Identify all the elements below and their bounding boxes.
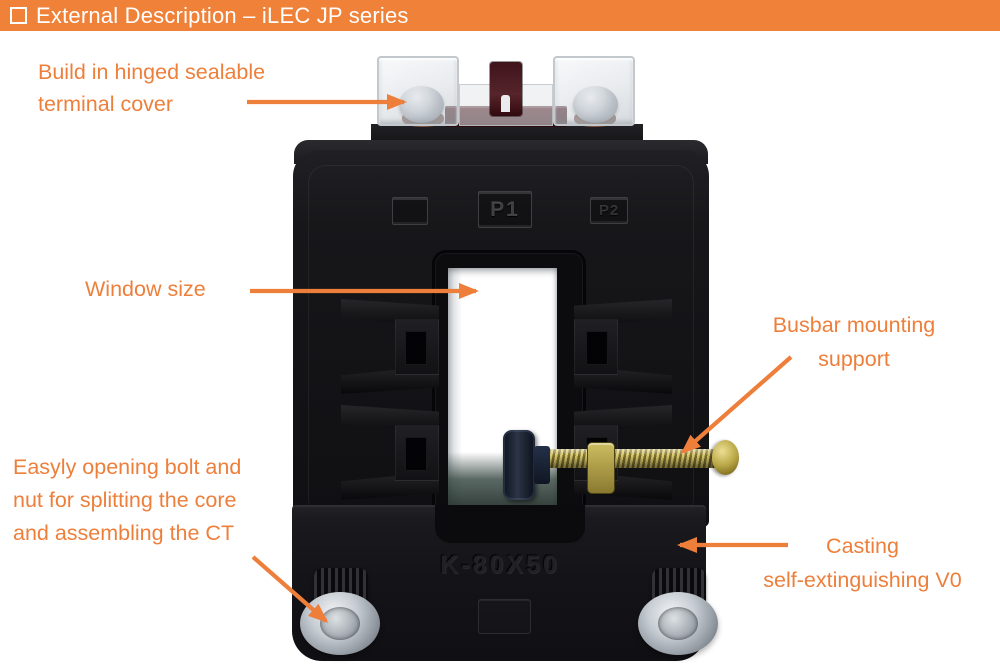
core-bolt-left — [300, 592, 380, 655]
square-bullet-icon — [10, 7, 27, 24]
page-title: External Description – iLEC JP series — [36, 2, 409, 28]
embossed-model-text: K-80X50 — [440, 551, 560, 579]
annotation-line: terminal cover — [38, 92, 174, 116]
annotation-line: Easyly opening bolt and — [13, 455, 242, 479]
annotation-line: and assembling the CT — [13, 521, 235, 545]
header-bar: External Description – iLEC JP series — [0, 0, 1000, 31]
annotation-line: Window size — [85, 277, 206, 301]
annotation-line: Busbar mounting — [772, 313, 936, 337]
mounting-bolt-shaft — [546, 449, 718, 468]
terminal-cover-window-left — [377, 56, 459, 126]
terminal-cover-latch — [490, 62, 522, 116]
annotation-terminal-cover: Build in hinged sealable terminal cover — [38, 56, 265, 120]
bottom-marking-plate — [478, 599, 531, 634]
terminal-cover-window-right — [553, 56, 635, 126]
mounting-bolt-head — [712, 440, 739, 475]
bracket-hole — [586, 331, 608, 365]
marking-p2: P2 — [590, 197, 628, 224]
window-bottom-notch — [435, 505, 585, 545]
mounting-wing-nut — [588, 443, 614, 493]
annotation-line: nut for splitting the core — [13, 488, 237, 512]
busbar-bracket-bottom-left — [341, 405, 439, 500]
annotation-line: Casting — [826, 534, 899, 558]
bracket-hole — [405, 331, 427, 365]
busbar-bracket-top-left — [341, 299, 439, 394]
annotation-line: self-extinguishing V0 — [763, 568, 962, 592]
busbar-bracket-top-right — [574, 299, 672, 394]
bracket-block — [395, 319, 439, 375]
marking-p1: P1 — [478, 191, 532, 228]
annotation-line: support — [818, 347, 890, 371]
annotation-casting: Casting self-extinguishing V0 — [745, 529, 980, 597]
splitting-knob — [503, 430, 535, 500]
annotation-window-size: Window size — [85, 273, 206, 305]
annotation-line: Build in hinged sealable — [38, 60, 266, 84]
annotation-busbar-support: Busbar mounting support — [750, 308, 958, 376]
splitting-knob-hub — [534, 446, 550, 484]
core-bolt-right — [638, 592, 718, 655]
rating-plate — [392, 197, 428, 225]
annotation-bolt-nut: Easyly opening bolt and nut for splittin… — [13, 451, 241, 550]
bracket-hole — [405, 437, 427, 471]
